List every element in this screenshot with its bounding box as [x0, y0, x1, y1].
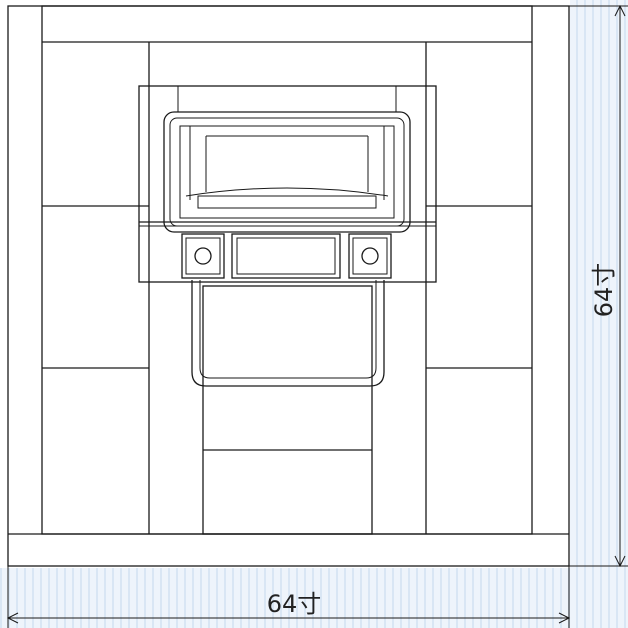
height-dimension	[569, 4, 628, 568]
right-knob-icon	[361, 247, 379, 265]
display-window	[163, 111, 411, 233]
left-knob-icon	[194, 247, 212, 265]
floor-panels	[42, 42, 532, 535]
right-dimension-band	[570, 0, 628, 628]
height-label: 64寸	[590, 263, 618, 318]
button-row	[181, 233, 392, 279]
width-label: 64寸	[267, 590, 322, 618]
width-dimension	[6, 566, 571, 628]
handle-loop	[191, 280, 385, 387]
